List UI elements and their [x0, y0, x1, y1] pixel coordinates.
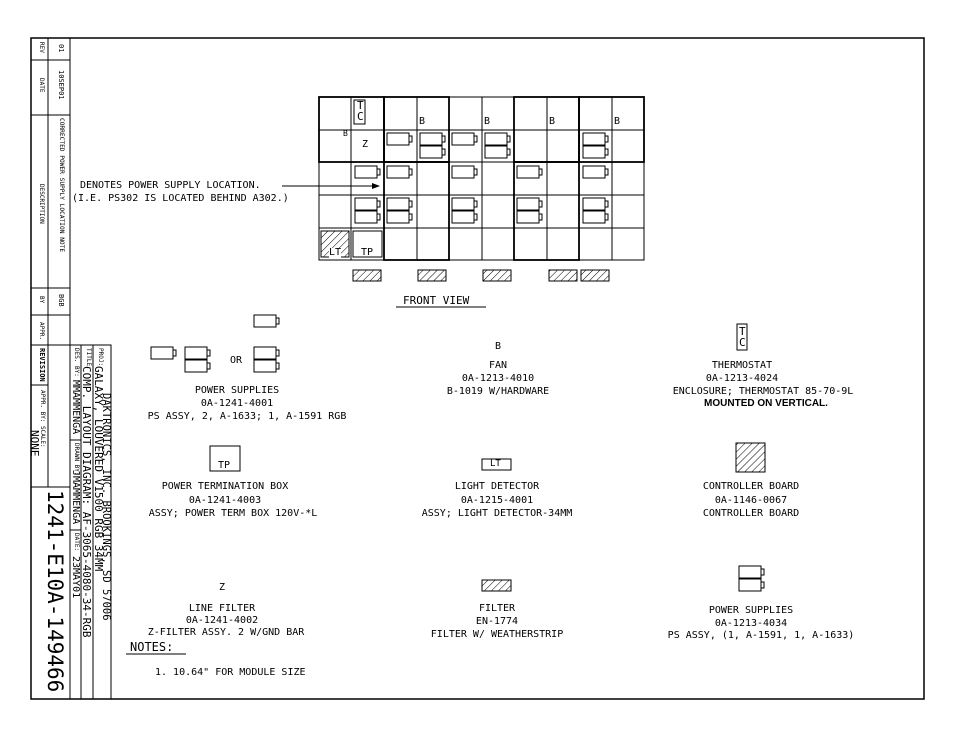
description-header: DESCRIPTION — [38, 184, 45, 224]
des-value: MMAMMENGA — [70, 380, 81, 435]
legend-tp-text: TP — [218, 460, 231, 471]
legend-line-filter-desc: Z-FILTER ASSY. 2 W/GND BAR — [147, 627, 305, 638]
legend-thermostat-part: 0A-1213-4024 — [705, 373, 779, 384]
by-value: BGB — [57, 294, 65, 307]
legend-controller-part: 0A-1146-0067 — [714, 495, 788, 506]
grid-z-label: Z — [362, 139, 369, 150]
legend-filter-desc: FILTER W/ WEATHERSTRIP — [430, 629, 564, 640]
legend-lt-desc: ASSY; LIGHT DETECTOR-34MM — [421, 508, 573, 519]
legend-power-supplies-2-name: POWER SUPPLIES — [708, 605, 794, 616]
legend-fan-symbol: B — [494, 341, 502, 352]
proj-label: PROJ: — [97, 348, 104, 367]
grid-lt-label: LT — [329, 247, 342, 258]
date-header: DATE — [38, 78, 45, 93]
legend-line-filter-part: 0A-1241-4002 — [185, 615, 259, 626]
by-header: BY — [38, 296, 45, 304]
appr-label: APPR. BY: — [39, 390, 46, 423]
legend-thermostat-desc: ENCLOSURE; THERMOSTAT 85-70-9L — [672, 386, 854, 397]
legend-tp-name: POWER TERMINATION BOX — [161, 481, 289, 492]
legend-lt-text: LT — [490, 459, 501, 469]
grid-thermostat — [353, 99, 366, 125]
legend-or: OR — [230, 355, 243, 366]
legend-power-supplies-1-name: POWER SUPPLIES — [194, 385, 280, 396]
legend-fan-part: 0A-1213-4010 — [461, 373, 535, 384]
legend-controller-desc: CONTROLLER BOARD — [702, 508, 800, 519]
legend-power-supplies-1-symbol — [150, 314, 280, 373]
drawing-number: 1241-E10A-149466 — [43, 490, 67, 693]
drawn-value: JMAMMENGA — [70, 470, 81, 525]
legend-power-supplies-1-part: 0A-1241-4001 — [200, 398, 274, 409]
legend-power-supplies-1-desc: PS ASSY, 2, A-1633; 1, A-1591 RGB — [147, 411, 347, 422]
des-label: DES. BY: — [73, 348, 80, 377]
legend-tp-desc: ASSY; POWER TERM BOX 120V-*L — [148, 508, 318, 519]
grid-power-supplies — [354, 132, 609, 224]
grid-b-label-3: B — [484, 116, 491, 127]
legend-thermostat-tc: T C — [739, 325, 746, 349]
legend-lt-name: LIGHT DETECTOR — [454, 481, 540, 492]
legend-power-supplies-2-desc: PS ASSY, (1, A-1591, 1, A-1633) — [667, 630, 855, 641]
legend-line-filter-name: LINE FILTER — [188, 603, 256, 614]
grid-filters — [352, 269, 610, 282]
legend-tp-symbol — [209, 445, 241, 472]
date-value: 10SEP01 — [57, 70, 65, 100]
legend-filter-part: EN-1774 — [475, 616, 519, 627]
callout-line-2: (I.E. PS302 IS LOCATED BEHIND A302.) — [72, 193, 289, 204]
legend-filter-symbol — [481, 579, 512, 592]
legend-controller-name: CONTROLLER BOARD — [702, 481, 800, 492]
legend-power-supplies-2-symbol — [738, 565, 765, 592]
grid-b-label-2: B — [419, 116, 426, 127]
grid-tp-label: TP — [361, 247, 374, 258]
grid-b-label-5: B — [614, 116, 621, 127]
legend-power-supplies-2-part: 0A-1213-4034 — [714, 618, 788, 629]
legend-filter-name: FILTER — [478, 603, 516, 614]
company-name: DAKTRONICS, INC. BROOKINGS, SD 57006 — [100, 393, 112, 621]
legend-fan-name: FAN — [488, 360, 508, 371]
legend-tp-part: 0A-1241-4003 — [188, 495, 262, 506]
legend-thermostat-name: THERMOSTAT — [711, 360, 773, 371]
grid-b-label-4: B — [549, 116, 556, 127]
front-view-grid — [318, 96, 645, 261]
legend-lt-symbol — [481, 458, 512, 471]
grid-power-term-box — [352, 230, 383, 258]
front-view-label: FRONT VIEW — [403, 294, 470, 307]
rev-header: REV — [38, 42, 45, 53]
legend-fan-desc: B-1019 W/HARDWARE — [446, 386, 550, 397]
title-value: COMP. LAYOUT DIAGRAM: AF-3065-4080-34-RG… — [80, 366, 93, 638]
title-block — [30, 344, 112, 700]
revision-label: REVISION — [38, 348, 46, 382]
date-label: DATE: — [73, 533, 80, 552]
revision-block — [30, 38, 71, 346]
callout-line-1: DENOTES POWER SUPPLY LOCATION. — [80, 180, 261, 191]
grid-tc-label: T C — [357, 99, 364, 123]
description-value: CORRECTED POWER SUPPLY LOCATION NOTE — [58, 118, 65, 253]
legend-thermostat-desc2: MOUNTED ON VERTICAL. — [704, 398, 828, 409]
notes-heading: NOTES: — [130, 640, 174, 654]
scale-value: NONE — [28, 430, 41, 457]
date-value-title: 23MAY01 — [70, 556, 81, 599]
appr-header: APPR. — [38, 322, 45, 341]
legend-controller-board-symbol — [735, 442, 766, 473]
note-item-1: 1. 10.64" FOR MODULE SIZE — [155, 667, 306, 678]
rev-value: 01 — [57, 44, 65, 53]
legend-z-symbol: Z — [218, 582, 226, 593]
legend-thermostat-symbol — [736, 323, 748, 351]
grid-b-label-1: B — [343, 129, 348, 138]
legend-lt-part: 0A-1215-4001 — [460, 495, 534, 506]
